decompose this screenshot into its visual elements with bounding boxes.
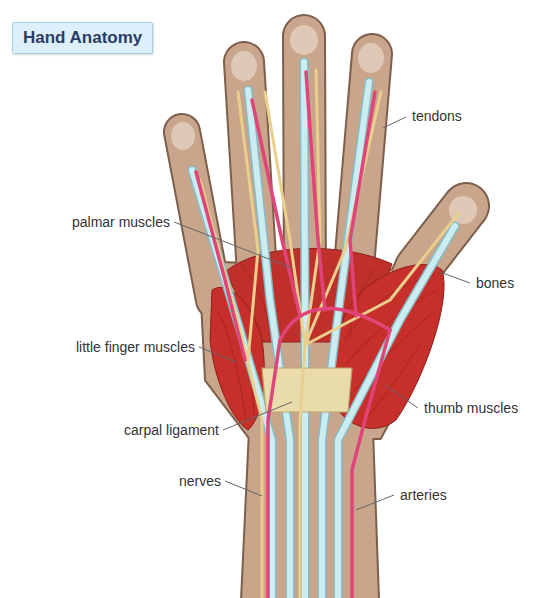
nerve: [238, 92, 258, 360]
nerve: [300, 345, 305, 598]
leader-line: [223, 402, 292, 430]
part-label: nerves: [177, 473, 223, 490]
fingertip: [358, 43, 384, 73]
part-label: little finger muscles: [74, 339, 197, 356]
fingertip: [171, 122, 195, 150]
artery: [196, 172, 245, 360]
fingertip: [231, 51, 257, 81]
skin-outline: [182, 36, 466, 598]
arteries: [196, 72, 390, 598]
part-label: thumb muscles: [422, 400, 520, 417]
leader-line: [356, 495, 394, 510]
leader-line: [225, 481, 262, 496]
muscle-fibre: [365, 345, 420, 420]
artery: [280, 309, 390, 340]
nerve: [200, 180, 262, 598]
title: Hand Anatomy: [12, 22, 153, 54]
artery: [268, 340, 280, 598]
artery: [252, 100, 300, 316]
tendons: [192, 62, 455, 598]
artery: [352, 330, 390, 598]
tendon: [248, 90, 290, 598]
fingertip: [290, 25, 318, 55]
muscle-fibre: [350, 315, 430, 395]
artery: [306, 72, 325, 310]
leader-line: [383, 117, 406, 128]
tendon: [248, 90, 290, 598]
artery: [350, 92, 375, 316]
part-label: arteries: [398, 487, 449, 504]
leader-line: [385, 385, 418, 408]
fingertips: [171, 25, 477, 224]
skin: [182, 36, 466, 598]
part-label: tendons: [410, 108, 464, 125]
part-label: carpal ligament: [122, 422, 221, 439]
leader-line: [440, 272, 470, 283]
part-label: bones: [474, 275, 516, 292]
part-label: palmar muscles: [70, 214, 172, 231]
leader-line: [199, 347, 236, 362]
leader-line: [174, 222, 292, 268]
leader-lines: [174, 117, 470, 510]
